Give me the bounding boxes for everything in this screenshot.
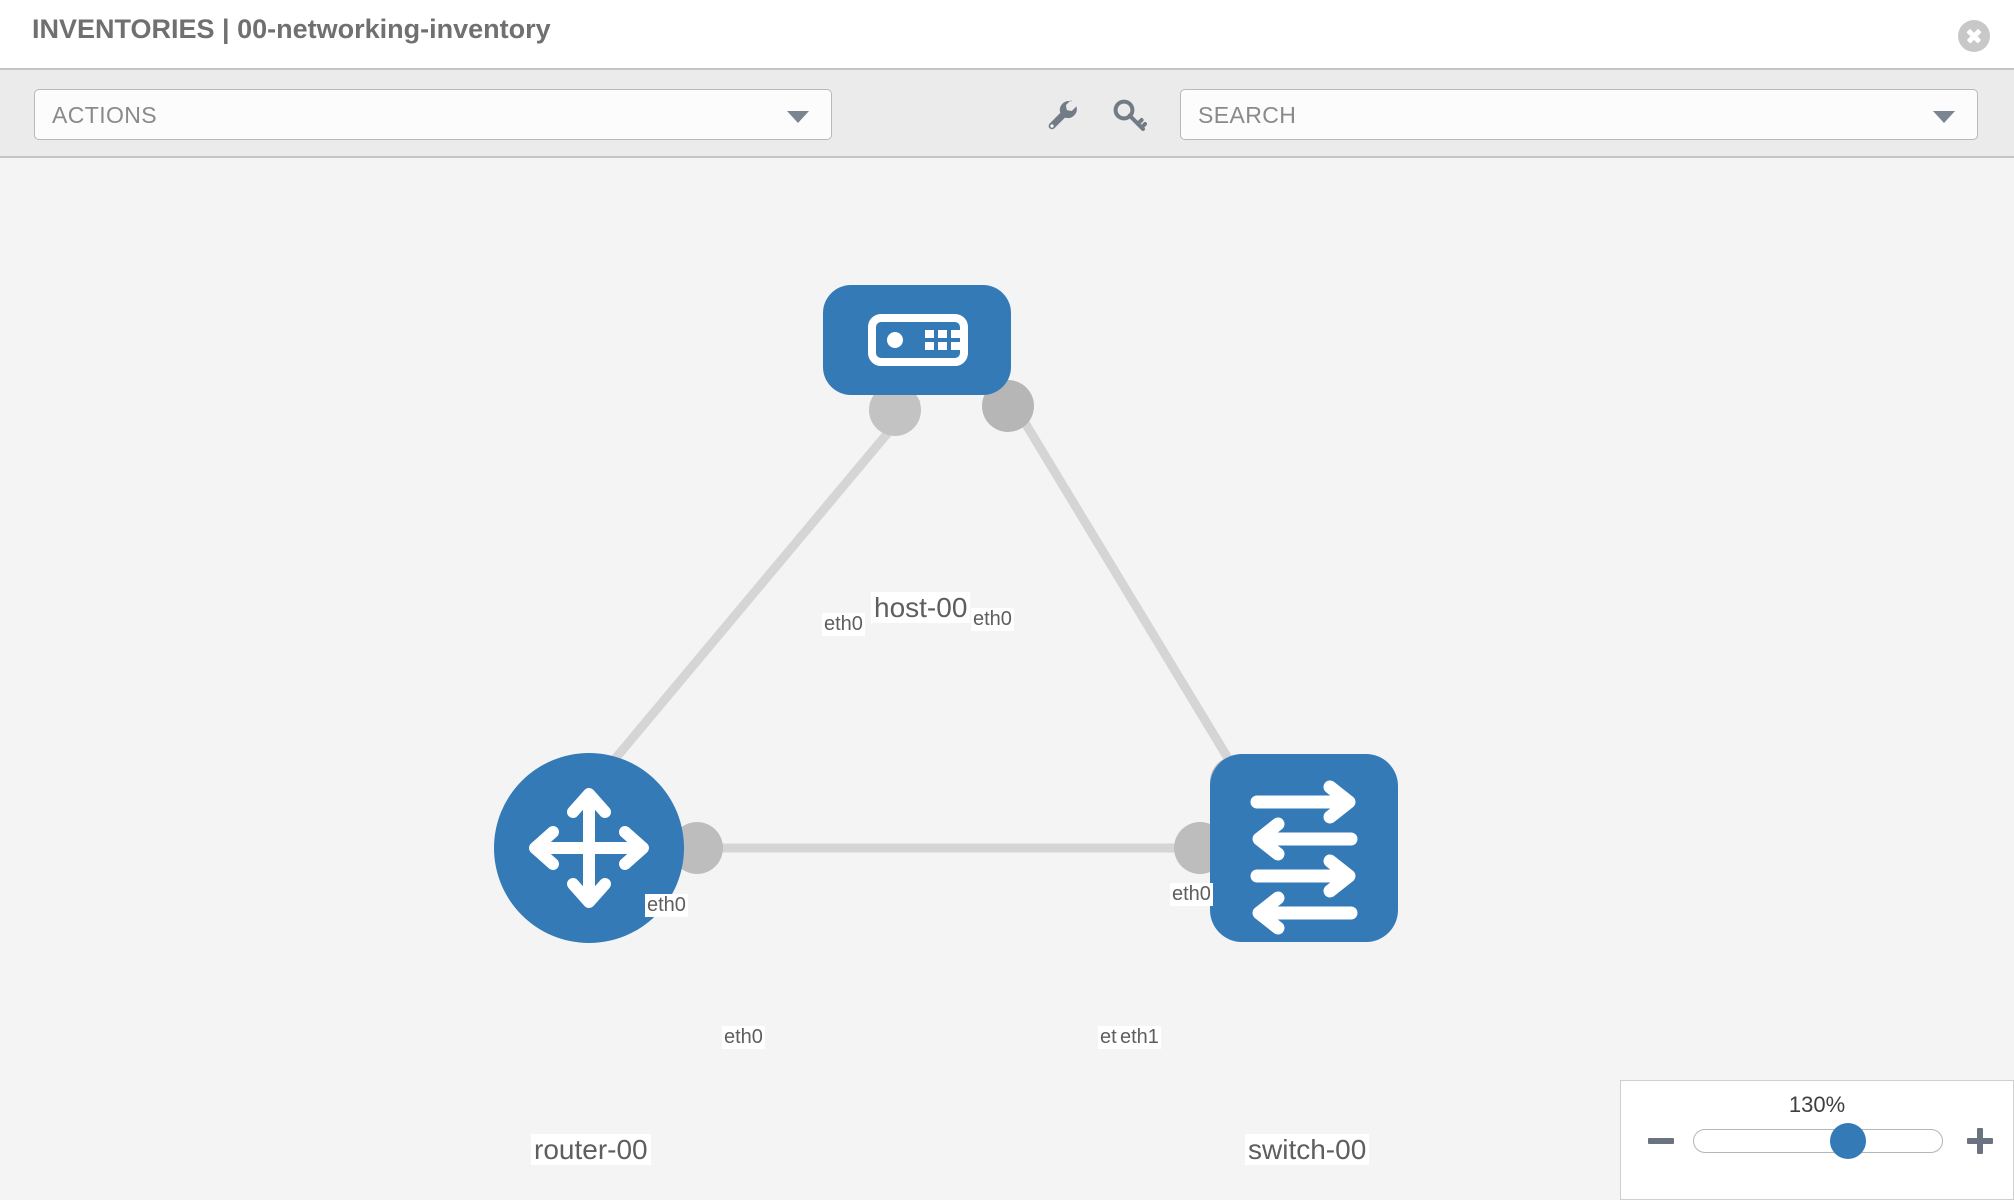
iface-label-switch00-up: eth0 <box>1170 883 1213 906</box>
page-title: INVENTORIES | 00-networking-inventory <box>32 14 551 44</box>
iface-label-router00-up: eth0 <box>645 894 688 917</box>
wrench-icon[interactable] <box>1042 95 1082 135</box>
actions-dropdown-label: ACTIONS <box>52 102 158 128</box>
search-placeholder: SEARCH <box>1198 102 1297 128</box>
topology-connectors <box>671 380 1262 874</box>
window-header: INVENTORIES | 00-networking-inventory <box>0 0 2014 68</box>
toolbar: ACTIONS SEARCH <box>0 68 2014 158</box>
topology-graph <box>494 285 1398 943</box>
iface-label-router00-right: eth0 <box>722 1026 765 1049</box>
close-icon[interactable] <box>1958 20 1990 52</box>
node-label-switch-00: switch-00 <box>1245 1134 1370 1166</box>
iface-label-switch00-left-a: etl <box>1098 1026 1124 1049</box>
node-label-host-00: host-00 <box>871 592 971 624</box>
topology-links <box>585 395 1244 853</box>
iface-label-host00-left: eth0 <box>822 613 865 636</box>
link-host00-router00[interactable] <box>585 395 921 793</box>
zoom-out-button[interactable] <box>1646 1126 1676 1156</box>
connector-host00-right[interactable] <box>982 380 1034 432</box>
chevron-down-icon[interactable] <box>1933 110 1955 123</box>
iface-label-host00-right: eth0 <box>971 608 1014 631</box>
search-input[interactable]: SEARCH <box>1180 89 1978 140</box>
zoom-control-panel: 130% <box>1620 1080 2014 1200</box>
node-label-router-00: router-00 <box>531 1134 651 1166</box>
connector-router00-right[interactable] <box>671 822 723 874</box>
zoom-slider-handle[interactable] <box>1829 1123 1866 1159</box>
zoom-level-value: 130% <box>1788 1092 1846 1117</box>
router-arrows-icon <box>529 788 649 908</box>
iface-label-switch00-left-b: eth1 <box>1118 1026 1161 1049</box>
actions-dropdown[interactable]: ACTIONS <box>34 89 832 140</box>
node-router-00[interactable] <box>494 753 684 943</box>
server-icon <box>868 314 968 366</box>
switch-arrows-icon <box>1250 780 1358 935</box>
zoom-slider-track[interactable] <box>1693 1123 1943 1159</box>
node-host-00[interactable] <box>823 285 1011 395</box>
chevron-down-icon <box>787 110 809 123</box>
connector-host00-left[interactable] <box>869 384 921 436</box>
topology-canvas[interactable]: eth0 host-00 eth0 eth0 eth0 eth0 etl eth… <box>0 158 2014 1200</box>
link-host00-switch00[interactable] <box>1006 395 1244 781</box>
zoom-in-button[interactable] <box>1965 1126 1995 1156</box>
node-switch-00[interactable] <box>1210 754 1398 942</box>
key-icon[interactable] <box>1110 95 1150 135</box>
